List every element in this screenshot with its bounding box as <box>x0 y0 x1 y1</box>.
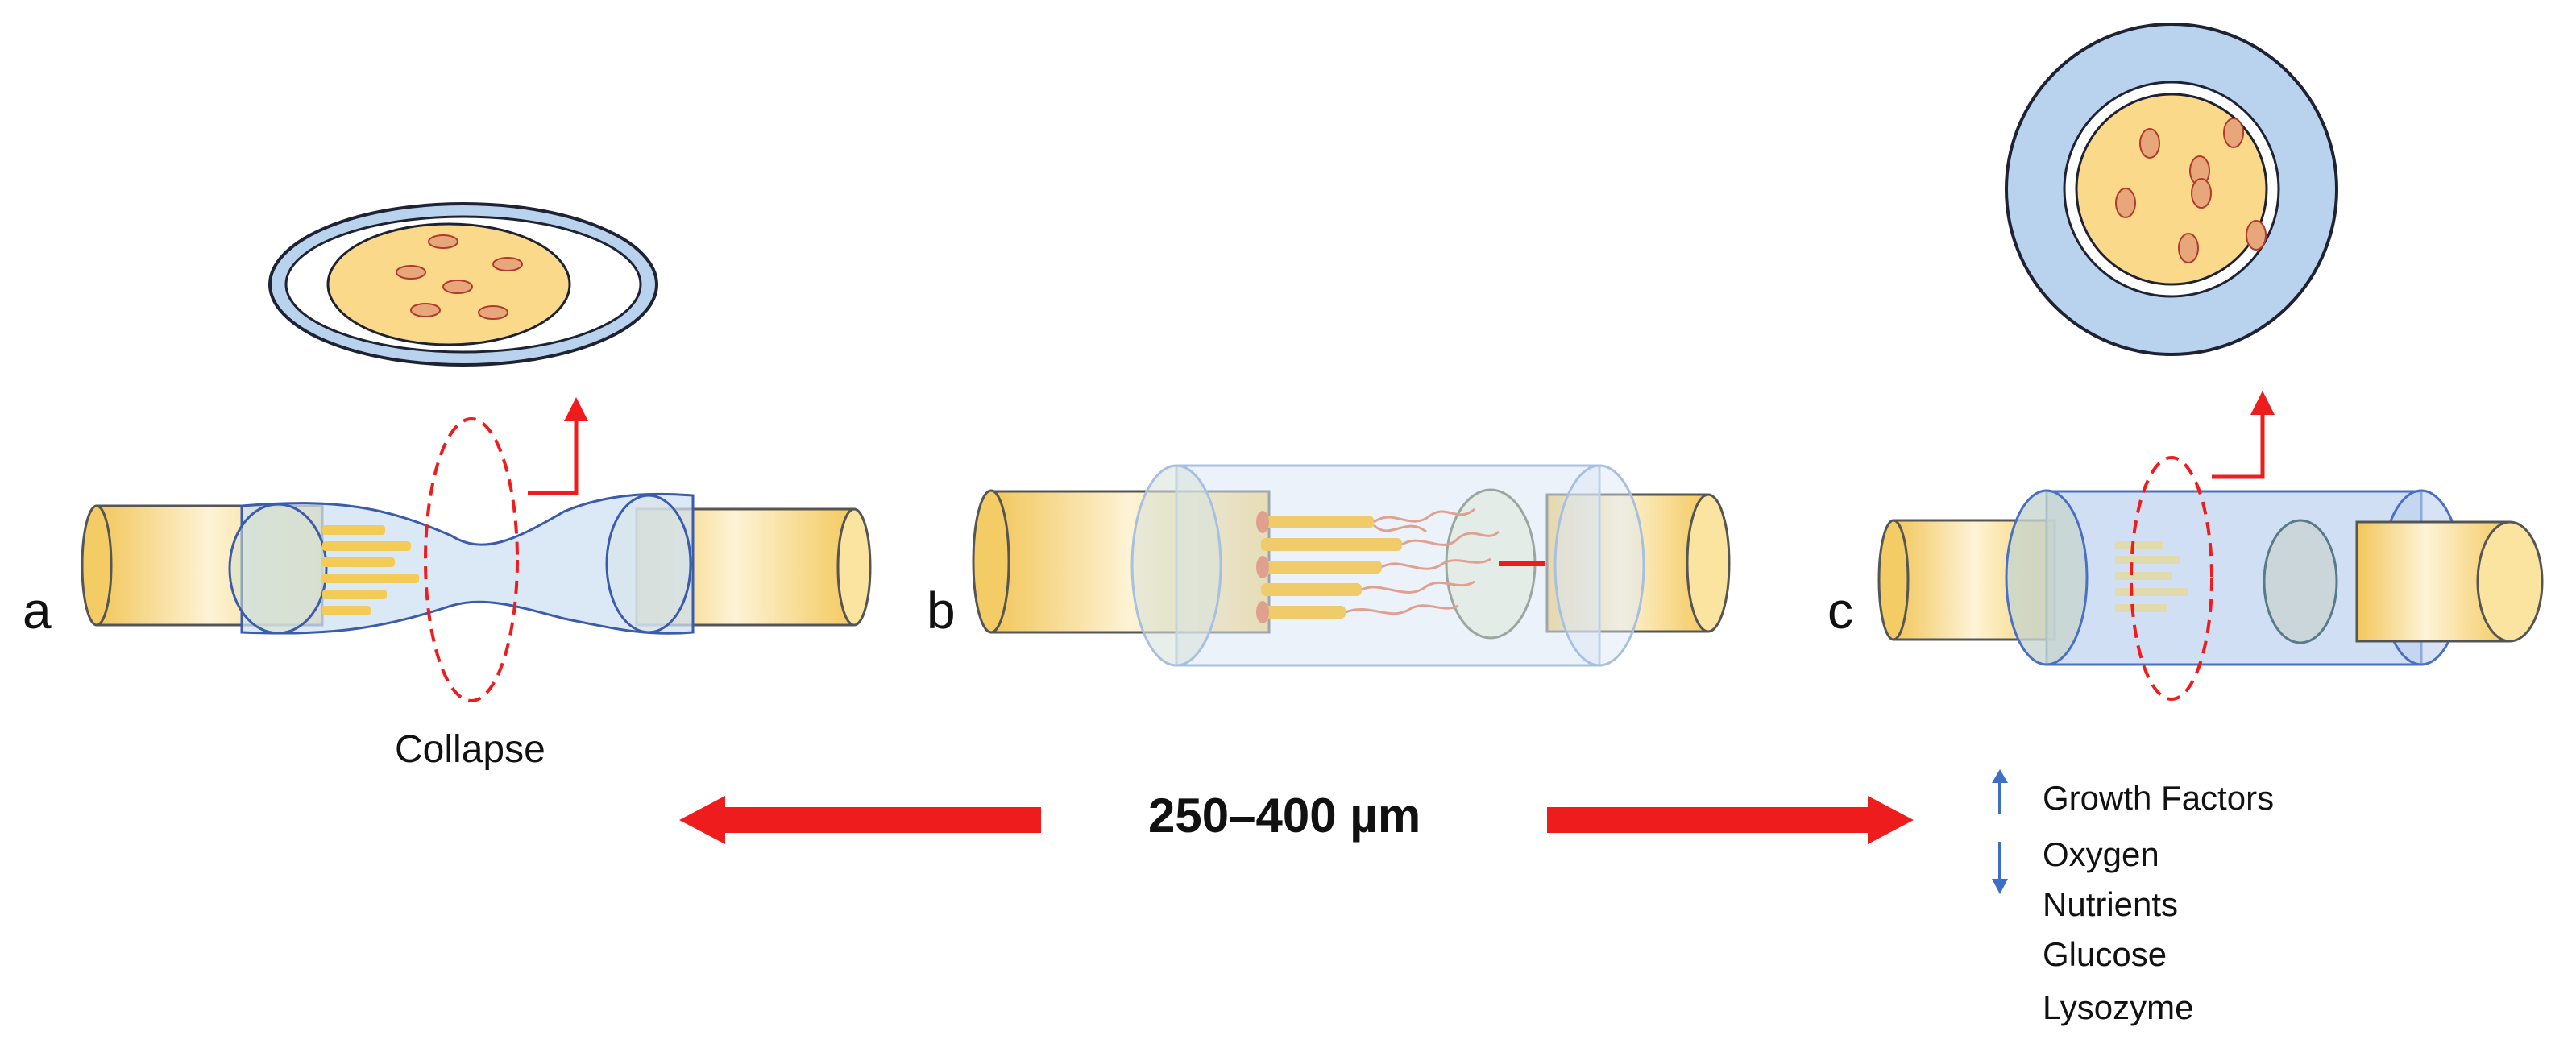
down-arrow-icon <box>1992 842 2008 894</box>
legend-nutrients: Nutrients <box>2043 885 2178 923</box>
gap-range-label: 250–400 µm <box>1148 789 1421 843</box>
panel-c-letter: c <box>1827 582 1853 640</box>
panel-b-axons <box>1256 507 1500 623</box>
panel-a-letter: a <box>23 582 52 640</box>
panel-c: c <box>1827 23 2544 701</box>
legend-oxygen: Oxygen <box>2043 835 2159 873</box>
left-red-arrow <box>679 796 1041 844</box>
panel-b: b <box>927 464 1731 667</box>
right-red-arrow <box>1547 796 1914 844</box>
panel-a-cut-plane <box>424 417 519 702</box>
legend: Growth Factors Oxygen Nutrients Glucose … <box>1992 769 2274 1026</box>
panel-a-axons <box>322 525 419 615</box>
panel-c-cell-dots <box>2115 118 2267 263</box>
legend-growth-factors: Growth Factors <box>2043 779 2274 817</box>
panel-a-cross-section <box>268 202 658 367</box>
panel-c-axons <box>2115 541 2188 612</box>
collapse-label: Collapse <box>395 728 545 771</box>
panel-a-pointer-arrow <box>528 397 588 495</box>
panel-c-distal-nerve <box>2355 520 2544 643</box>
legend-lysozyme: Lysozyme <box>2043 988 2194 1026</box>
panel-a: a Collapse <box>23 202 872 771</box>
gap-range-indicator: 250–400 µm <box>679 789 1914 844</box>
up-arrow-icon <box>1992 769 2008 814</box>
panel-c-cross-section <box>2005 23 2338 356</box>
panel-c-pointer-arrow <box>2212 391 2275 479</box>
panel-b-letter: b <box>927 582 956 640</box>
panel-c-cut-plane <box>2130 456 2213 701</box>
panel-a-cell-dots <box>396 234 523 320</box>
legend-glucose: Glucose <box>2043 935 2167 973</box>
